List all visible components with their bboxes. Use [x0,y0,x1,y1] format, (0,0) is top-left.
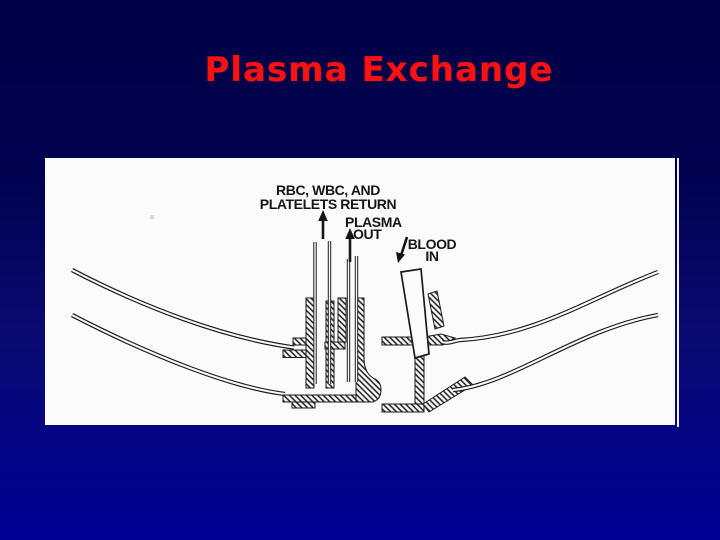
seal-housing [282,297,382,409]
housing-bottom-bar [282,394,357,403]
return-label-line2: PLATELETS RETURN [260,196,397,212]
blood-arrow-icon [396,236,409,263]
bracket-bottom-bar [381,403,425,413]
flange-lower [282,349,307,358]
blood-tube-jacket-right [427,290,445,330]
plasma-label-line2: OUT [353,226,382,242]
housing-bridge [324,341,346,350]
housing-column-1 [305,297,315,389]
right-channel-curves [441,269,659,393]
return-arrow-icon [318,210,328,239]
figure-edge-sliver [677,158,679,427]
bracket-top-bar [381,336,416,346]
housing-column-4-elbow [355,297,382,403]
plasma-out-tube [346,256,359,382]
housing-column-3 [337,297,347,343]
blood-in-tube [400,268,430,360]
flow-arrows [318,210,409,263]
return-label-line1: RBC, WBC, AND [276,182,380,198]
return-tube [313,241,332,384]
blood-label-line1: BLOOD [408,236,457,252]
flange-upper [292,337,307,346]
plasma-label-line1: PLASMA [345,214,402,230]
left-channel-curves [70,268,295,397]
bottom-curve-connector [422,376,474,413]
diagram-labels: RBC, WBC, AND PLATELETS RETURN PLASMA OU… [260,182,457,264]
blood-label-line2: IN [425,248,438,264]
page-title: Plasma Exchange [204,50,554,90]
paper-speck [150,215,154,219]
plasma-exchange-diagram: RBC, WBC, AND PLATELETS RETURN PLASMA OU… [70,182,659,413]
plasma-arrow-icon [345,228,355,262]
housing-foot [291,401,316,409]
plasma-exchange-figure: RBC, WBC, AND PLATELETS RETURN PLASMA OU… [45,158,675,425]
